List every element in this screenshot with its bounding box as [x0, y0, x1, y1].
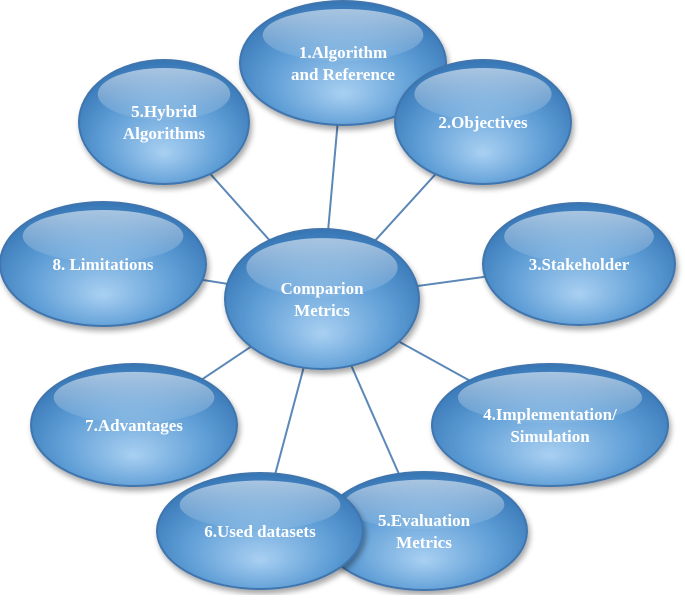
node-implementation-simulation-highlight — [457, 371, 643, 424]
node-algorithm-and-reference-highlight — [262, 9, 424, 62]
node-objectives-label-line: 2.Objectives — [438, 113, 528, 132]
node-algorithm-and-reference: 1.Algorithm and Reference — [239, 0, 447, 126]
node-algorithm-and-reference-label-line: 1.Algorithm — [299, 43, 387, 62]
node-evaluation-metrics-label-line: Metrics — [396, 533, 452, 552]
node-evaluation-metrics-label-line: 5.Evaluation — [378, 511, 471, 530]
node-implementation-simulation: 4.Implementation/Simulation — [431, 363, 669, 487]
node-limitations: 8. Limitations — [0, 201, 207, 327]
node-implementation-simulation-label-line: Simulation — [510, 427, 590, 446]
node-hybrid-algorithms-label-line: 5.Hybrid — [131, 102, 197, 121]
node-used-datasets-highlight — [179, 480, 341, 530]
center-node-label-line: Metrics — [294, 301, 350, 320]
center-node-highlight — [246, 238, 398, 297]
node-advantages-label-line: 7.Advantages — [85, 416, 183, 435]
node-limitations-highlight — [22, 210, 184, 263]
node-evaluation-metrics-highlight — [343, 479, 505, 530]
node-stakeholder-highlight — [504, 210, 654, 263]
node-used-datasets-label-line: 6.Used datasets — [204, 522, 316, 541]
bubbles: 1.Algorithm and Reference 2.Objectives 3.St… — [0, 0, 676, 591]
node-used-datasets: 6.Used datasets — [156, 472, 364, 590]
node-algorithm-and-reference-label-line: and Reference — [291, 65, 395, 84]
node-hybrid-algorithms-label-line: Algorithms — [123, 124, 206, 143]
node-hybrid-algorithms-highlight — [97, 68, 231, 121]
node-stakeholder-label-line: 3.Stakeholder — [529, 255, 630, 274]
node-implementation-simulation-label-line: 4.Implementation/ — [483, 405, 617, 424]
node-stakeholder: 3.Stakeholder — [482, 202, 676, 326]
node-objectives-highlight — [414, 68, 552, 121]
node-advantages-highlight — [53, 371, 215, 424]
node-objectives: 2.Objectives — [394, 59, 572, 185]
center-node-label-line: Comparion — [280, 279, 364, 298]
node-advantages: 7.Advantages — [30, 363, 238, 487]
node-limitations-label-line: 8. Limitations — [52, 255, 153, 274]
